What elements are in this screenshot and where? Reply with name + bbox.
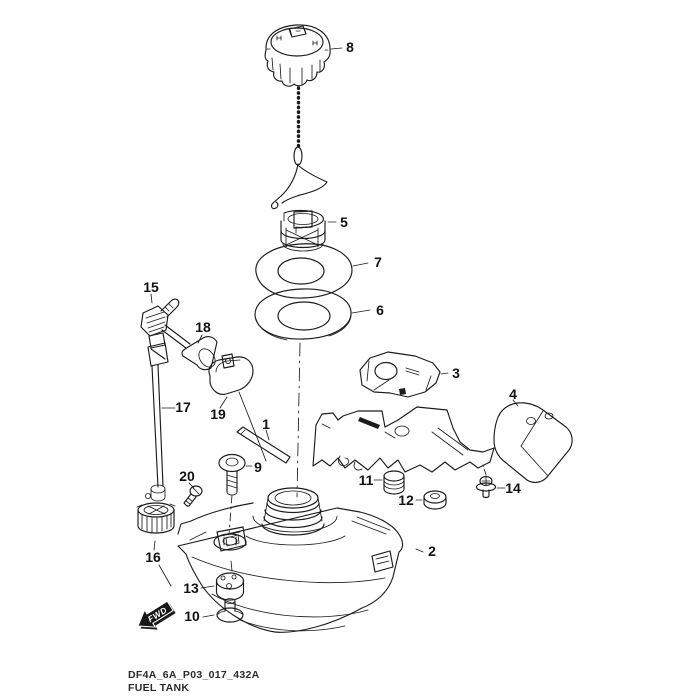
part-label-10[interactable]: 10 — [184, 608, 200, 624]
fwd-arrow: FWD — [137, 600, 176, 630]
part-9-bolt — [218, 453, 253, 536]
part-label-14[interactable]: 14 — [505, 480, 521, 496]
part-1-rod — [236, 426, 291, 464]
part-label-12[interactable]: 12 — [398, 492, 414, 508]
center-line — [296, 342, 301, 498]
part-7-cushion-plate — [255, 243, 369, 299]
part-label-18[interactable]: 18 — [195, 319, 211, 335]
part-label-2[interactable]: 2 — [428, 543, 436, 559]
part-17-pickup-tube — [145, 342, 176, 502]
drawing-code: DF4A_6A_P03_017_432A — [128, 669, 260, 681]
part-label-17[interactable]: 17 — [175, 399, 191, 415]
part-label-4[interactable]: 4 — [509, 386, 517, 402]
part-6-seal-ring — [254, 288, 371, 341]
part-2-fuel-tank — [177, 487, 424, 633]
part-label-7[interactable]: 7 — [374, 254, 382, 270]
part-4-mount-bracket — [312, 399, 573, 483]
part-5-retainer — [280, 209, 337, 252]
pickup-arm — [161, 324, 191, 349]
part-13-mount-damper — [200, 560, 245, 601]
part-label-11[interactable]: 11 — [358, 472, 374, 488]
part-label-19[interactable]: 19 — [210, 406, 226, 422]
part-label-13[interactable]: 13 — [183, 580, 199, 596]
part-20-screw — [183, 482, 203, 507]
part-label-20[interactable]: 20 — [179, 468, 195, 484]
cap-chain — [271, 86, 328, 210]
part-3-bracket-plate — [359, 351, 449, 398]
part-10-grommet — [202, 598, 244, 623]
part-8-fuel-cap — [264, 24, 343, 87]
part-11-cushion — [373, 470, 405, 495]
part-15-fuel-connector — [140, 293, 180, 349]
part-label-8[interactable]: 8 — [346, 39, 354, 55]
part-label-9[interactable]: 9 — [254, 459, 262, 475]
part-label-3[interactable]: 3 — [452, 365, 460, 381]
part-label-15[interactable]: 15 — [143, 279, 159, 295]
part-14-screw — [475, 464, 506, 499]
part-label-1[interactable]: 1 — [262, 416, 270, 432]
part-19-clamp — [208, 353, 267, 462]
part-label-16[interactable]: 16 — [145, 549, 161, 565]
drawing-title: FUEL TANK — [128, 682, 190, 694]
part-label-6[interactable]: 6 — [376, 302, 384, 318]
part-label-5[interactable]: 5 — [340, 214, 348, 230]
part-12-grommet — [415, 490, 447, 510]
part-18-hose-sleeve — [181, 334, 218, 371]
part-16-fuel-filter — [136, 502, 176, 587]
